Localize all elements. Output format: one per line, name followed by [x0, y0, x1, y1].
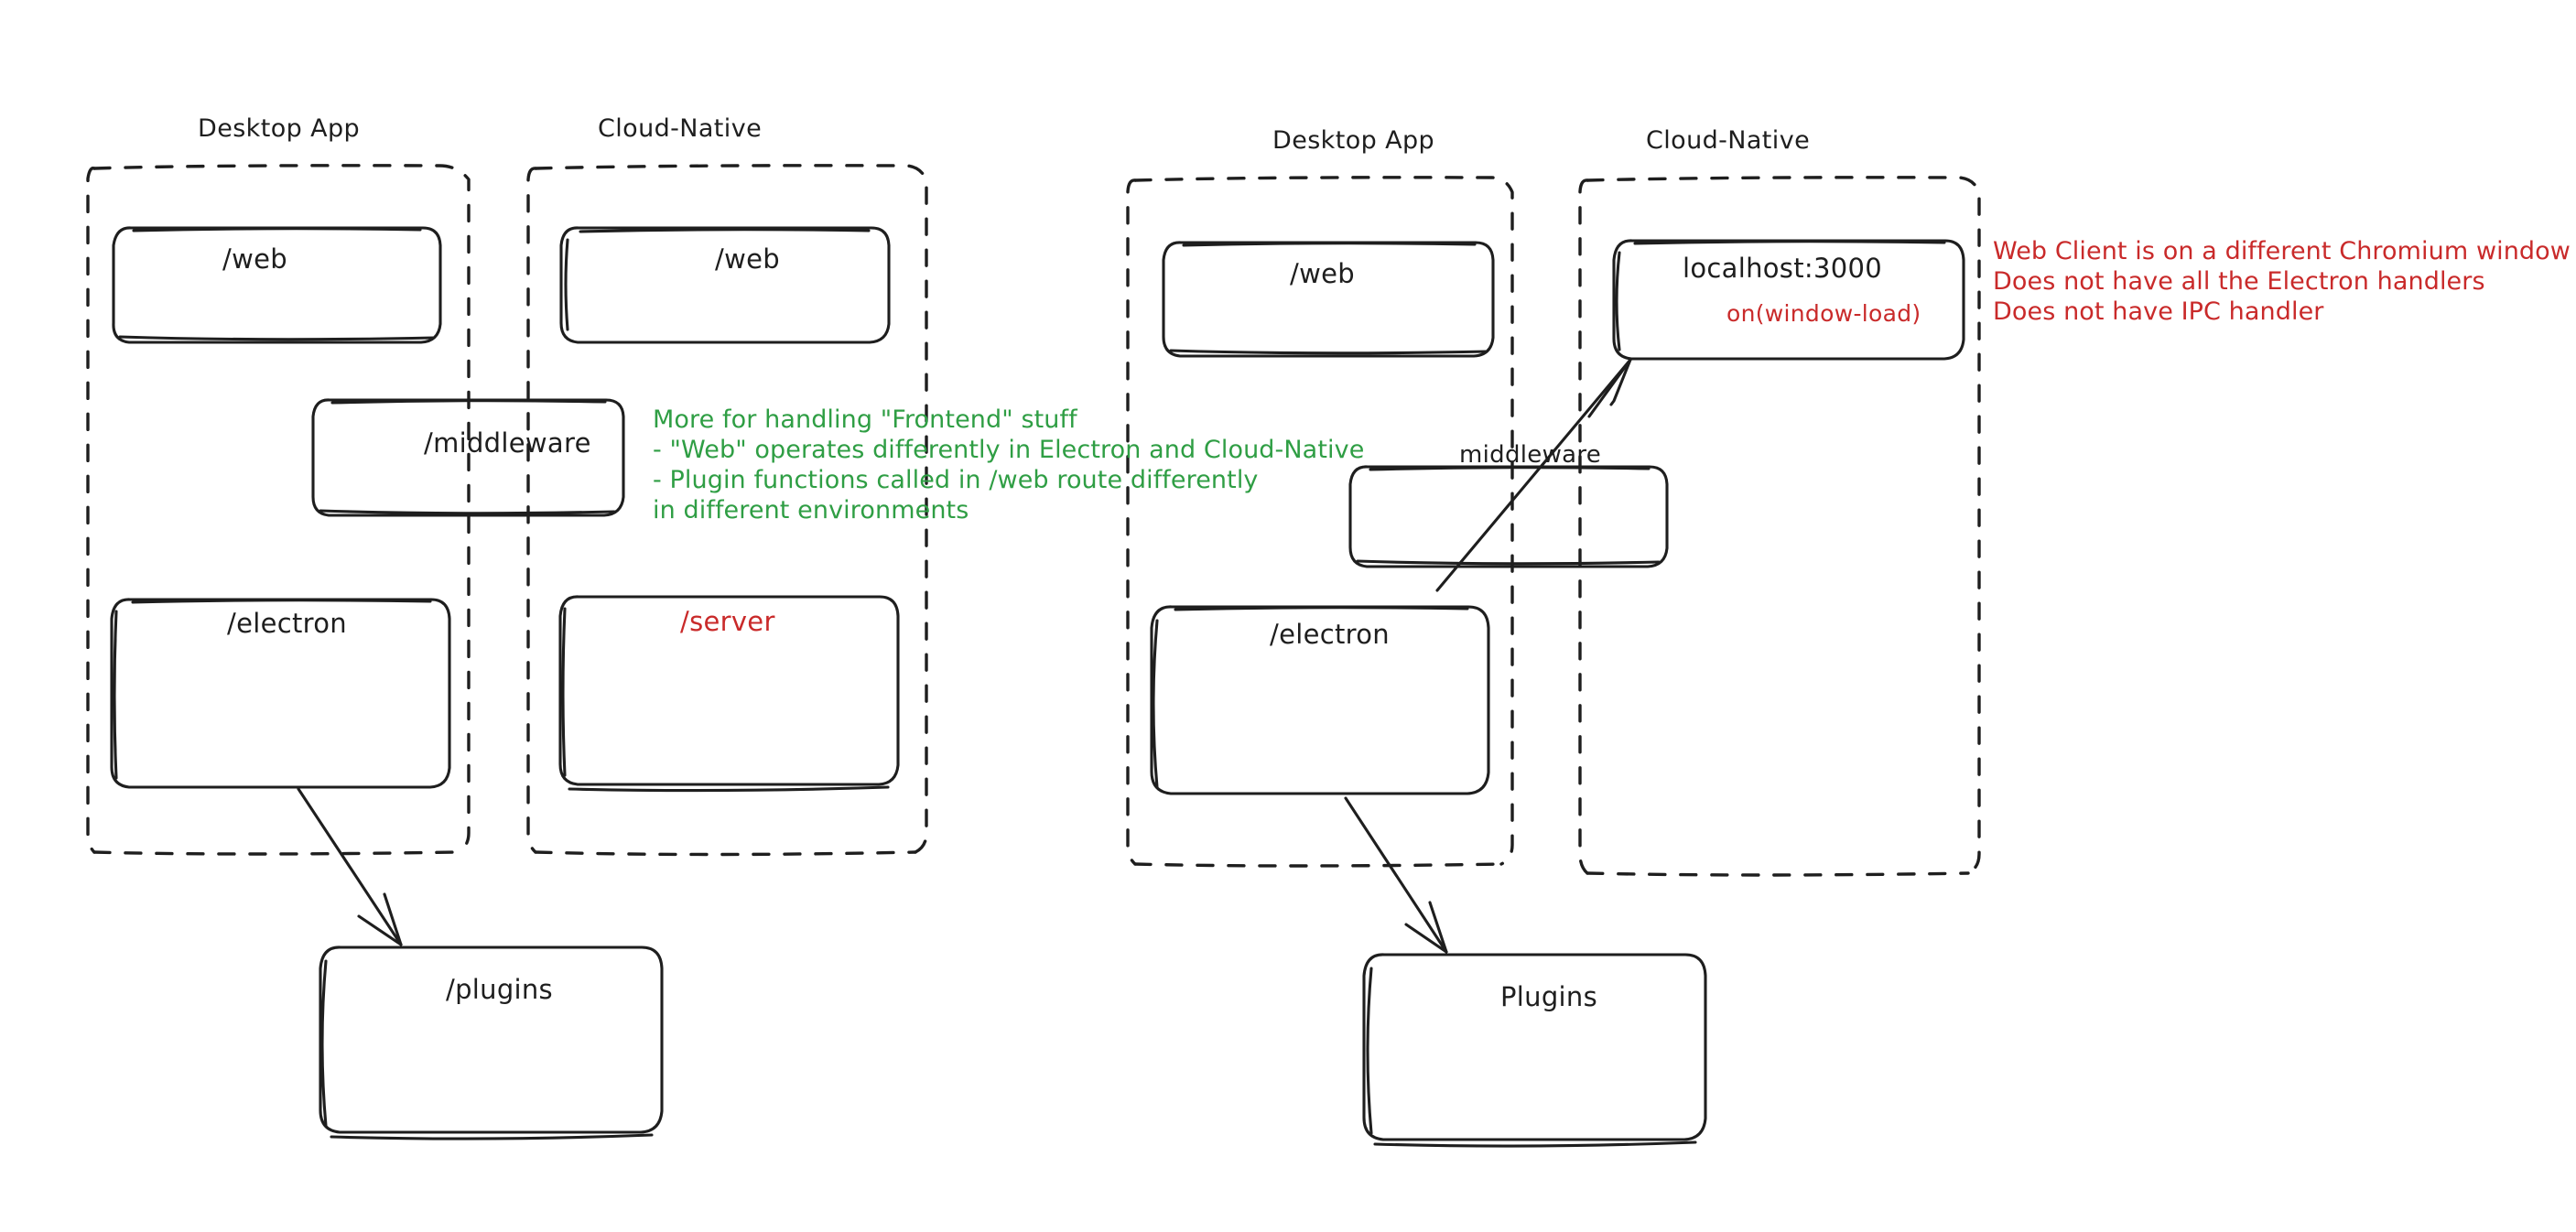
edge-left-electron-to-plugins — [297, 787, 403, 946]
group-left-cloud-native — [526, 164, 928, 857]
node-right-desktop-web — [1162, 241, 1495, 358]
node-right-electron — [1150, 605, 1490, 795]
node-label-right-middleware: middleware — [1459, 441, 1602, 469]
node-left-middleware — [311, 398, 625, 517]
node-left-cloud-web — [559, 226, 891, 344]
node-label-left-cloud-web: /web — [715, 243, 780, 275]
edge-right-electron-to-localhost — [1435, 358, 1632, 592]
group-right-cloud-native — [1578, 176, 1981, 877]
node-label-left-plugins: /plugins — [446, 974, 553, 1005]
annotation-green-frontend-note: More for handling "Frontend" stuff - "We… — [653, 405, 1365, 524]
node-right-plugins — [1362, 953, 1707, 1148]
node-label-left-electron: /electron — [227, 608, 347, 639]
node-right-middleware — [1348, 465, 1669, 568]
node-label-left-desktop-web: /web — [222, 243, 287, 275]
node-label-left-server: /server — [680, 606, 775, 637]
node-label-left-middleware: /middleware — [424, 427, 591, 459]
node-label-right-electron: /electron — [1270, 619, 1390, 650]
node-left-plugins — [319, 946, 664, 1140]
annotation-red-web-client-note: Web Client is on a different Chromium wi… — [1993, 237, 2571, 326]
node-right-localhost — [1612, 239, 1965, 361]
node-label-right-plugins: Plugins — [1500, 981, 1597, 1012]
edge-right-electron-to-plugins — [1344, 796, 1448, 954]
group-label-left-desktop-app: Desktop App — [198, 114, 361, 143]
group-label-right-desktop-app: Desktop App — [1272, 126, 1435, 155]
node-sublabel-right-localhost-onwindowload: on(window-load) — [1726, 300, 1921, 327]
node-left-desktop-web — [112, 226, 442, 344]
node-label-right-desktop-web: /web — [1290, 258, 1355, 289]
group-label-right-cloud-native: Cloud-Native — [1646, 126, 1811, 155]
node-left-server — [558, 595, 900, 793]
node-label-right-localhost: localhost:3000 — [1683, 253, 1882, 284]
node-left-electron — [110, 598, 451, 789]
group-label-left-cloud-native: Cloud-Native — [598, 114, 763, 143]
group-right-desktop-app — [1126, 176, 1514, 868]
group-left-desktop-app — [86, 164, 471, 856]
